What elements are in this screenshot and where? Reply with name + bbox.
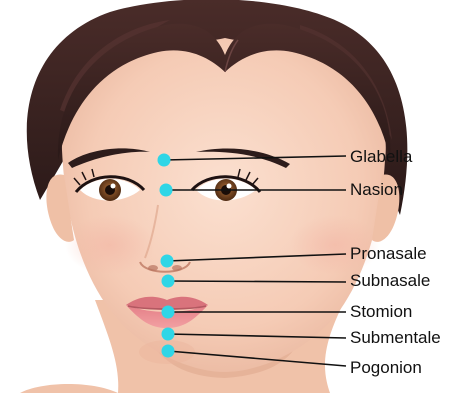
marker-submentale bbox=[162, 328, 175, 341]
label-pronasale: Pronasale bbox=[350, 244, 427, 264]
marker-glabella bbox=[158, 154, 171, 167]
marker-subnasale bbox=[162, 275, 175, 288]
label-glabella: Glabella bbox=[350, 147, 412, 167]
marker-pogonion bbox=[162, 345, 175, 358]
leader-line-subnasale bbox=[168, 281, 346, 282]
marker-nasion bbox=[160, 184, 173, 197]
marker-stomion bbox=[162, 306, 175, 319]
label-stomion: Stomion bbox=[350, 302, 412, 322]
label-subnasale: Subnasale bbox=[350, 271, 430, 291]
marker-pronasale bbox=[161, 255, 174, 268]
label-pogonion: Pogonion bbox=[350, 358, 422, 378]
left-cheek bbox=[65, 215, 155, 275]
label-submentale: Submentale bbox=[350, 328, 441, 348]
label-nasion: Nasion bbox=[350, 180, 403, 200]
